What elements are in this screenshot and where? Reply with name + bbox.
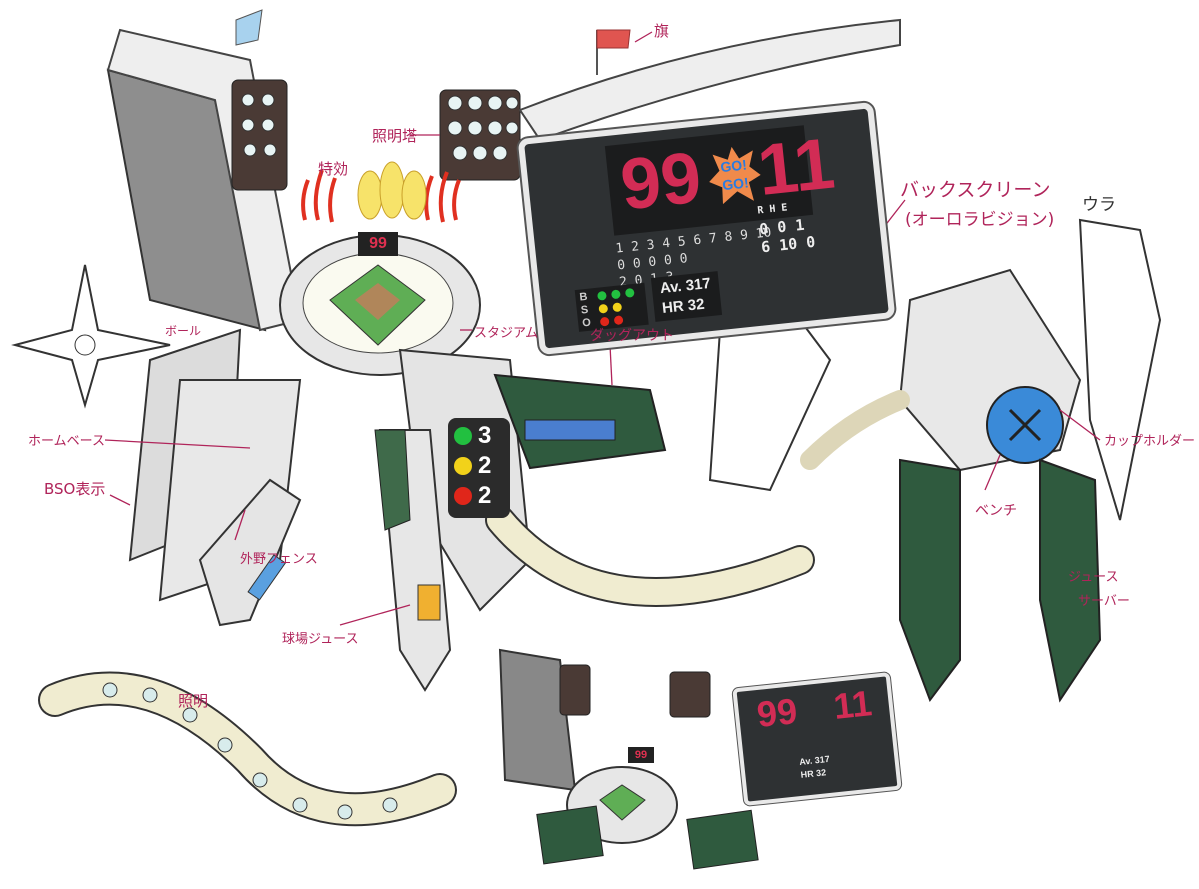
label-juice-server-1: ジュース xyxy=(1068,570,1119,585)
label-lighting: 照明 xyxy=(178,692,209,710)
label-stadium-juice: 球場ジュース xyxy=(282,632,359,647)
flag-left xyxy=(235,9,263,46)
label-stadium: スタジアム xyxy=(474,326,539,341)
batter-stats: Av. 317 HR 32 xyxy=(650,271,722,322)
label-dugout: ダッグアウト xyxy=(590,328,674,344)
label-light-tower: 照明塔 xyxy=(372,127,418,145)
mini-score-left: 99 xyxy=(754,690,800,736)
juice-glass xyxy=(417,584,441,621)
rhe-totals: R H E 0 0 1 6 10 0 xyxy=(757,197,816,256)
scoreboard-arm xyxy=(518,18,901,142)
out-light xyxy=(454,487,472,505)
label-aurora-vision: (オーロラビジョン) xyxy=(905,210,1055,230)
go-go-burst: GO! GO! xyxy=(706,144,764,205)
ball-light xyxy=(454,427,472,445)
strike-light xyxy=(454,457,472,475)
mini-hr: HR 32 xyxy=(800,767,827,780)
label-bench: ベンチ xyxy=(975,503,1017,519)
balls-count: 3 xyxy=(478,422,492,449)
flag-top xyxy=(596,29,631,49)
leg-left xyxy=(899,458,961,703)
light-tower-left xyxy=(231,79,288,191)
outs-count: 2 xyxy=(478,482,492,509)
label-backscreen: バックスクリーン xyxy=(900,179,1051,201)
label-back-view: ウラ xyxy=(1082,195,1116,215)
home-runs: HR 32 xyxy=(661,295,706,318)
label-flag: 旗 xyxy=(654,22,670,40)
backscreen-scoreboard: 99 GO! GO! 11 1 2 3 4 5 6 7 8 9 10 0 0 0… xyxy=(517,101,896,356)
emblem-icon xyxy=(11,264,171,409)
label-outfield-fence: 外野フェンス xyxy=(240,552,318,567)
label-cup-holder: カップホルダー xyxy=(1104,434,1196,449)
mini-score-right: 11 xyxy=(831,682,874,727)
label-home-base: ホームベース xyxy=(28,434,105,449)
stadium-display: 99 xyxy=(358,232,398,256)
label-bso-display: BSO表示 xyxy=(44,480,106,498)
label-juice-server-2: サーバー xyxy=(1078,594,1130,609)
label-ball: ボール xyxy=(165,324,202,338)
chest-bso-display: 3 2 2 xyxy=(448,418,510,518)
mini-stats: Av. 317 HR 32 xyxy=(799,753,832,782)
leg-right xyxy=(1039,458,1102,703)
score-left: 99 xyxy=(616,137,705,226)
mini-scoreboard: 99 11 Av. 317 HR 32 xyxy=(732,672,902,806)
label-special-effects: 特効 xyxy=(318,160,349,178)
mini-stadium-display: 99 xyxy=(628,747,654,763)
strikes-count: 2 xyxy=(478,452,492,479)
